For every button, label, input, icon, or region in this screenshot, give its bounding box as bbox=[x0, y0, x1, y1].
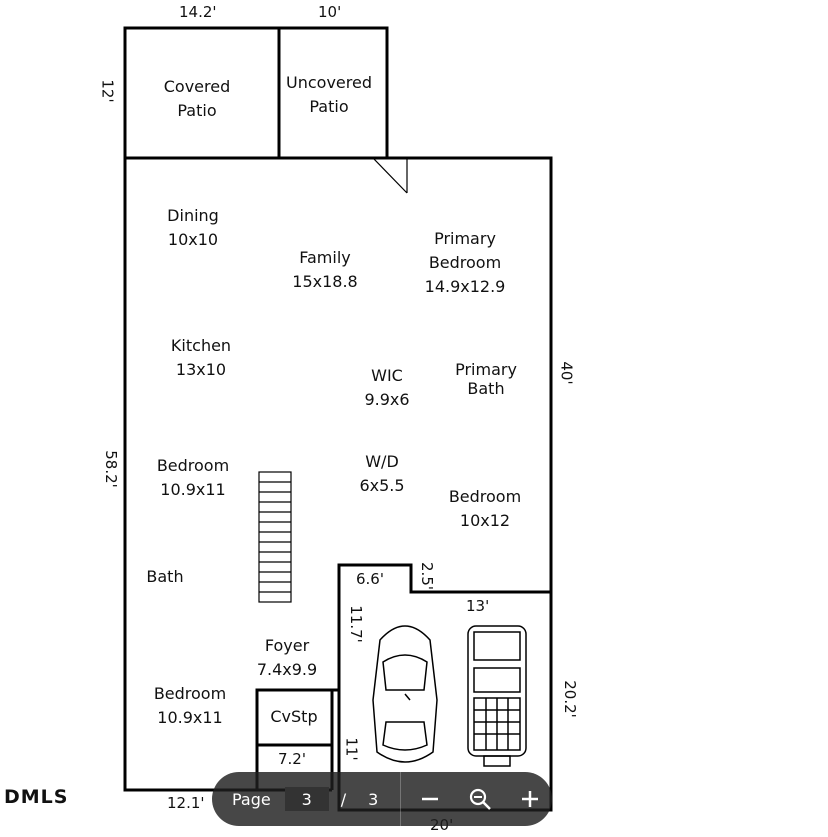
truck-icon bbox=[467, 625, 527, 767]
room-name: Family bbox=[299, 248, 351, 267]
room-name: Bath bbox=[467, 379, 505, 398]
room-name: Primary bbox=[455, 360, 517, 379]
dim-garage-small: 11' bbox=[342, 737, 361, 761]
room-family: Family 15x18.8 bbox=[292, 246, 357, 294]
dim-cvstp-bottom: 7.2' bbox=[278, 750, 306, 768]
room-foyer: Foyer 7.4x9.9 bbox=[257, 634, 317, 682]
page-label: Page bbox=[232, 789, 271, 809]
room-name: Uncovered bbox=[286, 73, 372, 92]
room-name: Foyer bbox=[264, 636, 310, 655]
plus-icon bbox=[522, 791, 539, 807]
room-bedroom-1: Bedroom 10.9x11 bbox=[157, 454, 229, 502]
door-swing bbox=[372, 157, 408, 194]
room-size: 14.9x12.9 bbox=[424, 277, 506, 296]
dim-garage-step: 2.5' bbox=[417, 562, 436, 590]
magnifier-minus-icon bbox=[470, 788, 492, 810]
dim-left-side: 58.2' bbox=[101, 450, 120, 488]
dim-garage-top-left: 6.6' bbox=[356, 570, 384, 588]
page-total: 3 bbox=[368, 789, 379, 809]
room-name: W/D bbox=[365, 452, 399, 471]
zoom-fit-button[interactable] bbox=[459, 779, 501, 819]
brand-logo: DMLS bbox=[4, 786, 69, 808]
room-name: Patio bbox=[177, 101, 217, 120]
car-icon bbox=[372, 625, 438, 763]
minus-icon bbox=[422, 797, 439, 801]
room-primary-bath: Primary Bath bbox=[455, 360, 517, 398]
room-size: 13x10 bbox=[175, 360, 227, 379]
stairs bbox=[258, 471, 292, 603]
dim-garage-right: 20.2' bbox=[560, 680, 579, 718]
dim-left-patio: 12' bbox=[98, 79, 117, 103]
room-size: 6x5.5 bbox=[359, 476, 405, 495]
room-bedroom-2: Bedroom 10x12 bbox=[449, 485, 521, 533]
room-size: 10x10 bbox=[167, 230, 219, 249]
cvstp-outline bbox=[255, 690, 334, 792]
dim-garage-top: 13' bbox=[466, 597, 490, 615]
room-wd: W/D 6x5.5 bbox=[359, 450, 404, 498]
room-uncovered-patio: Uncovered Patio bbox=[286, 71, 372, 119]
room-name: Bedroom bbox=[448, 487, 522, 506]
page-separator: / bbox=[340, 789, 347, 809]
room-size: 9.9x6 bbox=[364, 390, 410, 409]
dim-garage-left: 11.7' bbox=[346, 605, 365, 643]
room-name: WIC bbox=[371, 366, 403, 385]
room-name: Bedroom bbox=[156, 456, 230, 475]
room-cvstp: CvStp bbox=[270, 705, 317, 729]
room-bath: Bath bbox=[146, 565, 183, 589]
room-dining: Dining 10x10 bbox=[167, 204, 219, 252]
dim-right-side: 40' bbox=[557, 361, 576, 385]
room-size: 10.9x11 bbox=[157, 708, 223, 727]
room-primary-bedroom: Primary Bedroom 14.9x12.9 bbox=[425, 227, 506, 299]
page-number-input[interactable] bbox=[284, 787, 329, 811]
room-covered-patio: Covered Patio bbox=[164, 75, 231, 123]
dim-bottom-left: 12.1' bbox=[167, 794, 205, 812]
room-kitchen: Kitchen 13x10 bbox=[171, 334, 231, 382]
dim-top-left: 14.2' bbox=[179, 3, 217, 21]
room-name: Bath bbox=[146, 567, 184, 586]
room-bedroom-3: Bedroom 10.9x11 bbox=[154, 682, 226, 730]
room-name: Bedroom bbox=[428, 253, 502, 272]
room-size: 15x18.8 bbox=[292, 272, 358, 291]
zoom-out-button[interactable] bbox=[409, 779, 451, 819]
dim-top-mid: 10' bbox=[318, 3, 342, 21]
room-name: CvStp bbox=[270, 707, 318, 726]
room-name: Patio bbox=[309, 97, 349, 116]
room-name: Kitchen bbox=[170, 336, 232, 355]
room-name: Bedroom bbox=[153, 684, 227, 703]
room-name: Primary bbox=[434, 229, 496, 248]
room-size: 7.4x9.9 bbox=[256, 660, 318, 679]
room-name: Covered bbox=[163, 77, 231, 96]
room-name: Dining bbox=[167, 206, 219, 225]
toolbar-divider bbox=[400, 772, 402, 826]
room-size: 10.9x11 bbox=[160, 480, 226, 499]
room-wic: WIC 9.9x6 bbox=[364, 364, 409, 412]
room-size: 10x12 bbox=[459, 511, 511, 530]
zoom-in-button[interactable] bbox=[509, 779, 551, 819]
pdf-toolbar: Page / 3 bbox=[212, 772, 552, 826]
